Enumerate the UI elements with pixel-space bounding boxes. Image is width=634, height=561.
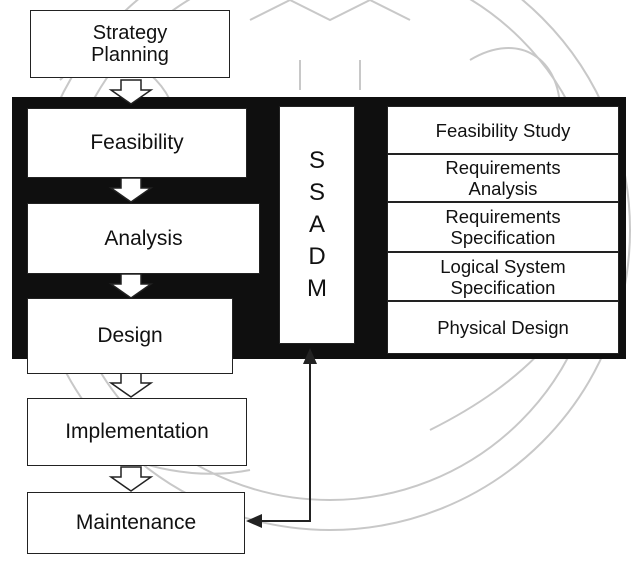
phase-strategy-line1: Strategy [92, 22, 168, 44]
down-arrow-2 [108, 177, 154, 203]
phase-feasibility: Feasibility [27, 108, 247, 178]
stage-3-line2: Specification [450, 227, 556, 248]
phase-analysis-label: Analysis [104, 226, 183, 250]
phase-maintenance: Maintenance [27, 492, 245, 554]
phase-design: Design [27, 298, 233, 374]
feedback-arrowhead-left [246, 514, 262, 528]
stage-5-label: Physical Design [437, 317, 569, 338]
ssadm-letter-3: A [308, 211, 325, 238]
stage-1-label: Feasibility Study [435, 119, 571, 141]
phase-feasibility-label: Feasibility [90, 131, 184, 154]
ssadm-letter-2: S [308, 179, 325, 206]
stage-4-line1: Logical System [440, 255, 566, 277]
phase-maintenance-label: Maintenance [75, 511, 197, 534]
phase-design-label: Design [97, 324, 163, 347]
stage-4-line2: Specification [450, 276, 556, 298]
down-arrow-1 [108, 79, 154, 105]
stage-3-line1: Requirements [445, 206, 561, 227]
stage-requirements-analysis: Requirements Analysis [387, 154, 619, 202]
ssadm-letter-1: S [308, 147, 325, 174]
ssadm-letter-5: M [307, 275, 327, 302]
feedback-line [260, 360, 311, 522]
stage-2-line2: Analysis [468, 178, 538, 199]
phase-strategy-line2: Planning [91, 44, 169, 66]
stage-physical-design: Physical Design [387, 301, 619, 354]
phase-implementation: Implementation [27, 398, 247, 466]
stage-feasibility-study: Feasibility Study [387, 106, 619, 154]
feedback-arrowhead-up [303, 348, 317, 364]
down-arrow-3 [108, 273, 154, 299]
phase-analysis: Analysis [27, 203, 260, 274]
phase-strategy-planning: Strategy Planning [30, 10, 230, 78]
phase-implementation-label: Implementation [65, 420, 209, 443]
ssadm-label-box: S S A D M [279, 106, 355, 344]
down-arrow-4 [108, 372, 154, 398]
ssadm-letter-4: D [308, 243, 326, 270]
down-arrow-5 [108, 466, 154, 492]
stage-requirements-specification: Requirements Specification [387, 202, 619, 252]
stage-2-line1: Requirements [445, 157, 561, 178]
stage-logical-system-specification: Logical System Specification [387, 252, 619, 301]
